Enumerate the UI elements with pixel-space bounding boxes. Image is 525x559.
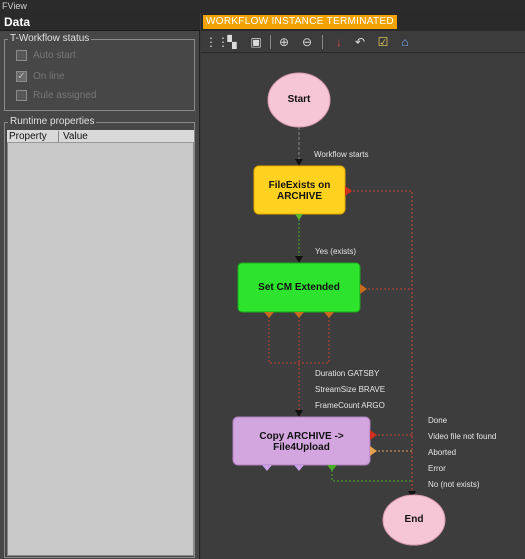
port-marker bbox=[295, 214, 303, 220]
data-panel-title: Data bbox=[0, 13, 200, 31]
column-header-property[interactable]: Property bbox=[9, 131, 47, 142]
file-exists-label[interactable]: FileExists on ARCHIVE bbox=[268, 180, 331, 202]
toolbar-separator bbox=[270, 35, 271, 49]
online-checkbox[interactable]: ✓ bbox=[16, 71, 27, 82]
start-node-label[interactable]: Start bbox=[287, 94, 311, 105]
auto-start-label: Auto start bbox=[33, 50, 76, 61]
runtime-properties-title: Runtime properties bbox=[8, 116, 97, 128]
arrow-head bbox=[295, 159, 303, 166]
image-icon[interactable]: ▣ bbox=[250, 35, 262, 49]
port-marker bbox=[294, 312, 304, 318]
set-cm-label[interactable]: Set CM Extended bbox=[258, 282, 340, 293]
arrow-head bbox=[295, 410, 303, 417]
outcome-label-not-found: Video file not found bbox=[428, 432, 497, 441]
rule-assigned-checkbox[interactable] bbox=[16, 90, 27, 101]
edge-no bbox=[331, 466, 412, 482]
runtime-properties-group bbox=[4, 122, 195, 558]
outcome-label-error: Error bbox=[428, 464, 446, 473]
workflow-status-title: T-Workflow status bbox=[8, 33, 92, 45]
column-header-value[interactable]: Value bbox=[63, 131, 88, 142]
layout-icon[interactable]: ▚ bbox=[227, 35, 237, 49]
window-title: FView bbox=[0, 0, 525, 13]
port-marker bbox=[370, 430, 377, 440]
edge-frame-count bbox=[299, 312, 330, 364]
check-icon[interactable]: ☑ bbox=[377, 35, 389, 49]
rule-assigned-label: Rule assigned bbox=[33, 90, 97, 101]
column-divider bbox=[58, 131, 59, 142]
edge-label-frame-count: FrameCount ARGO bbox=[315, 401, 385, 410]
online-label: On line bbox=[33, 71, 65, 82]
arrow-head bbox=[295, 256, 303, 263]
workflow-toolbar bbox=[201, 31, 525, 53]
port-marker bbox=[345, 186, 352, 196]
start-node bbox=[267, 72, 331, 128]
port-marker bbox=[327, 465, 337, 471]
workflow-status-group bbox=[4, 39, 195, 111]
end-node bbox=[382, 494, 446, 546]
edge-label-workflow-starts: Workflow starts bbox=[314, 150, 369, 159]
edge-duration bbox=[268, 312, 299, 364]
undo-icon[interactable]: ↶ bbox=[354, 35, 366, 49]
port-marker bbox=[262, 465, 272, 471]
tree-icon[interactable]: ⌂ bbox=[401, 35, 409, 49]
table-header bbox=[7, 130, 194, 143]
pointer-icon[interactable]: ↓ bbox=[336, 35, 342, 49]
end-node-label[interactable]: End bbox=[404, 514, 424, 525]
edge-label-yes: Yes (exists) bbox=[315, 247, 357, 256]
port-marker bbox=[324, 312, 334, 318]
runtime-properties-table[interactable] bbox=[7, 130, 194, 556]
outcome-label-no: No (not exists) bbox=[428, 480, 480, 489]
zoom-out-icon[interactable]: ⊖ bbox=[301, 35, 313, 49]
auto-start-checkbox[interactable] bbox=[16, 50, 27, 61]
edge-label-stream-size: StreamSize BRAVE bbox=[315, 385, 386, 394]
zoom-in-icon[interactable]: ⊕ bbox=[278, 35, 290, 49]
port-marker bbox=[294, 465, 304, 471]
outcome-label-done: Done bbox=[428, 416, 448, 425]
toolbar-separator bbox=[322, 35, 323, 49]
status-badge: WORKFLOW INSTANCE TERMINATED bbox=[203, 15, 397, 29]
arrow-head bbox=[408, 491, 416, 498]
port-marker bbox=[370, 446, 377, 456]
checkmark-icon: ✓ bbox=[17, 71, 26, 82]
port-marker bbox=[360, 284, 367, 294]
copy-node-label[interactable]: Copy ARCHIVE -> File4Upload bbox=[259, 431, 344, 453]
outcome-label-aborted: Aborted bbox=[428, 448, 457, 457]
edge-label-duration: Duration GATSBY bbox=[315, 369, 380, 378]
port-marker bbox=[264, 312, 274, 318]
